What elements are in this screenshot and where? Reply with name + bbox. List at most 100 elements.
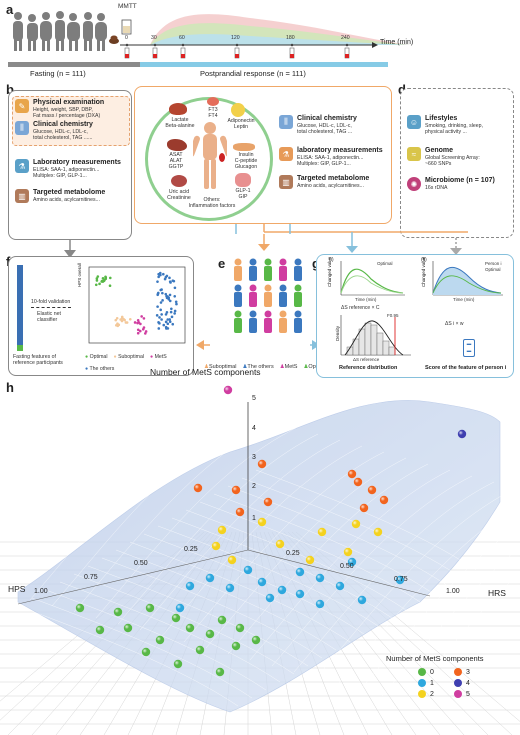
panel-f-box: 10-fold validation Elastic net classifie… [8, 256, 194, 376]
scatter-point [95, 277, 99, 280]
scatter-point [170, 307, 173, 311]
scatter-point [114, 323, 118, 327]
scatter-point [136, 318, 140, 322]
participant-icon [249, 284, 257, 307]
g-person-label: Person i [485, 261, 502, 266]
scatter-point [158, 271, 162, 275]
clipboard-icon: ✎ [15, 99, 29, 113]
participant-icon [234, 284, 242, 307]
scatter-point [95, 279, 99, 282]
feature-bar-end [17, 345, 23, 351]
g-delta-ref2: ΔS reference [353, 357, 380, 362]
g-ylabel-ii: Changed value [421, 256, 426, 287]
pancreas-icon [233, 143, 255, 151]
panel-letter-b: b [6, 82, 14, 97]
scatter-point [108, 284, 112, 287]
g-sub-i: (i) [329, 257, 334, 263]
scatter-point [162, 323, 166, 327]
hrs-tick-100: 1.00 [446, 588, 460, 595]
scatter-point [161, 299, 164, 302]
scatter-point [169, 310, 173, 314]
running-icon: ☺ [407, 115, 421, 129]
participant-silhouettes [234, 258, 302, 333]
caption-label: Fasting features of reference participan… [13, 354, 63, 366]
hrs-axis [247, 549, 431, 597]
g-delta-si: ΔS i × w [445, 321, 464, 327]
scatter-point [102, 279, 106, 283]
chromatogram-icon: ▥ [279, 175, 293, 189]
label-insulin: Insulin C-peptide Glucagon [234, 152, 258, 170]
legend-suboptimal-e: ♟Suboptimal [204, 364, 237, 370]
microbe-icon: ✺ [407, 177, 421, 191]
poop-sample-icon [109, 35, 119, 44]
participant-icon [264, 284, 272, 307]
scatter-point [128, 317, 132, 321]
scatter-point [160, 313, 163, 316]
scatter-point [156, 293, 160, 297]
scatter-point [159, 301, 163, 304]
scatter-point [136, 331, 140, 335]
scatter-point [169, 281, 172, 284]
meal-cup-icon [121, 19, 132, 35]
scatter-point [136, 328, 140, 332]
g-optimal-label: Optimal [377, 261, 393, 266]
scatter-point [161, 272, 165, 276]
scatter-point [124, 321, 128, 324]
scatter-point [168, 299, 172, 303]
z-tick-5: 5 [252, 395, 256, 402]
scatter-point [142, 317, 146, 320]
participant-icon [279, 258, 287, 281]
scatter-point [158, 322, 161, 325]
fasting-label: Fasting (n = 111) [30, 69, 86, 78]
validation-label: 10-fold validation [31, 299, 71, 305]
scatter-point [164, 275, 168, 279]
g-ref-dist: Reference distribution [339, 365, 398, 371]
participant-icon [249, 258, 257, 281]
participant-icon [294, 284, 302, 307]
scatter-point [164, 313, 168, 316]
scatter-point [136, 321, 139, 325]
panel-c-box: Lactate Beta-alanine FT3 FT4 Adiponectin… [134, 86, 392, 224]
panel-letter-a: a [6, 2, 14, 17]
people-silhouettes [13, 11, 107, 51]
panel-letter-e: e [218, 256, 226, 271]
scatter-point [164, 292, 168, 296]
scatter-point [108, 276, 112, 280]
scatter-point [157, 275, 160, 279]
scatter-point [168, 320, 172, 323]
scatter-point [117, 323, 121, 327]
legend-others-e: ♟The others [242, 364, 274, 370]
scatter-point [140, 315, 143, 318]
scatter-point [160, 318, 163, 321]
scatter-point [168, 276, 171, 280]
feature-bar [17, 265, 23, 347]
scatter-point [101, 277, 105, 280]
g-optimal2-label: Optimal [485, 267, 501, 272]
h-legend-item-3: 3 [454, 668, 490, 676]
panel-letter-h: h [6, 380, 14, 395]
time-axis-label: Time (min) [380, 39, 414, 46]
hps-tick-075: 0.75 [84, 574, 98, 581]
hps-tick-025: 0.25 [184, 546, 198, 553]
scatter-point [144, 332, 147, 335]
g-xlabel-i: Time (min) [355, 297, 377, 302]
participant-icon [264, 258, 272, 281]
scatter-point [175, 302, 178, 306]
scatter-point [164, 320, 168, 324]
scatter-point [141, 327, 145, 331]
scatter-point [159, 308, 162, 312]
kidney-icon [171, 175, 187, 187]
hps-axis [17, 549, 249, 605]
scatter-point [123, 318, 126, 322]
tick-180: 180 [286, 35, 295, 41]
participant-icon [234, 258, 242, 281]
tick-240: 240 [341, 35, 350, 41]
muscle-icon [169, 103, 187, 115]
scatter-point [133, 321, 137, 324]
scatter-point [165, 296, 169, 300]
legend-mets-e: ♟MetS [279, 364, 298, 370]
